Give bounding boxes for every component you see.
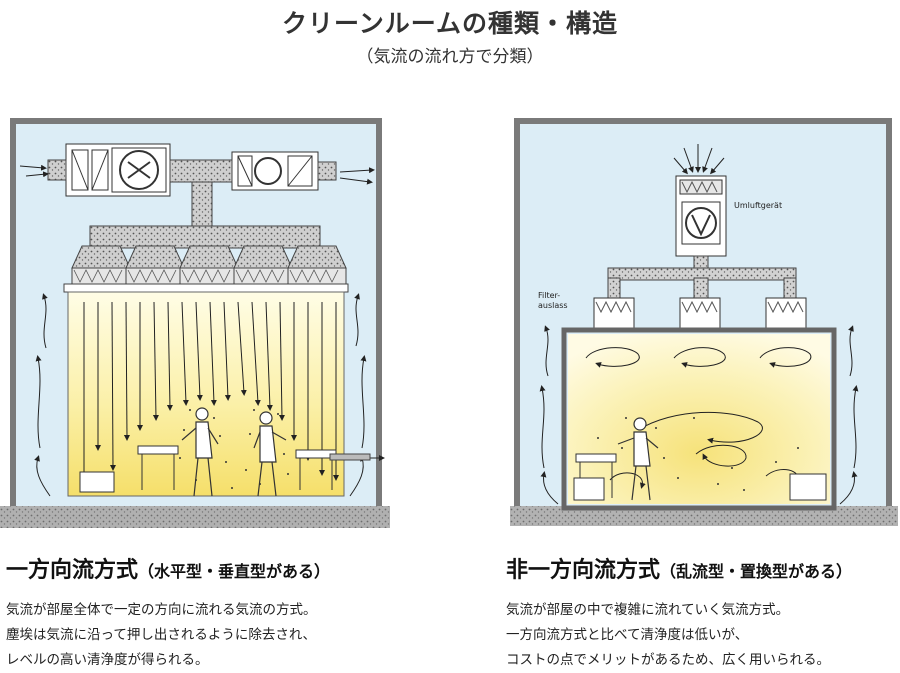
ceiling-wall-frame xyxy=(561,327,837,511)
clean-room xyxy=(67,291,345,497)
non-unidirectional-title: 非一方向流方式 xyxy=(506,558,661,583)
unidirectional-heading: 一方向流方式（水平型・垂直型がある） xyxy=(6,552,330,584)
description-line: コストの点でメリットがあるため、広く用いられる。 xyxy=(506,652,830,668)
worker-figure-2 xyxy=(253,411,287,497)
description-line: 塵埃は気流に沿って押し出されるように除去され、 xyxy=(6,627,316,643)
worker-figure-1 xyxy=(181,407,219,497)
work-tables xyxy=(79,445,337,493)
worker-figure xyxy=(617,417,659,501)
non-unidirectional-subtitle: （乱流型・置換型がある） xyxy=(660,562,853,581)
supply-plenum xyxy=(89,225,321,249)
work-tables xyxy=(573,453,827,501)
description-line: 一方向流方式と比べて清浄度は低いが、 xyxy=(506,627,749,643)
unidirectional-flow-diagram xyxy=(0,118,390,538)
connecting-duct xyxy=(169,159,233,183)
intake-arrows xyxy=(673,144,725,175)
unidirectional-title: 一方向流方式 xyxy=(6,558,139,583)
filter-outlets xyxy=(593,297,807,333)
recirculation-unit-label: Umluftgerät xyxy=(734,201,782,210)
description-line: 気流が部屋全体で一定の方向に流れる気流の方式。 xyxy=(6,602,317,618)
return-airflow xyxy=(539,325,859,505)
supply-duct xyxy=(191,181,213,229)
unidirectional-description: 気流が部屋全体で一定の方向に流れる気流の方式。 塵埃は気流に沿って押し出されるよ… xyxy=(6,598,317,673)
non-unidirectional-description: 気流が部屋の中で複雑に流れていく気流方式。 一方向流方式と比べて清浄度は低いが、… xyxy=(506,598,830,673)
unidirectional-subtitle: （水平型・垂直型がある） xyxy=(138,562,331,581)
page-title: クリーンルームの種類・構造 xyxy=(281,9,618,38)
filter-hoods xyxy=(71,245,347,269)
description-line: 気流が部屋の中で複雑に流れていく気流方式。 xyxy=(506,602,790,618)
dust-particles xyxy=(597,417,799,491)
description-line: レベルの高い清浄度が得られる。 xyxy=(6,652,209,668)
turbulent-airflow xyxy=(585,347,812,489)
filter-outlet-label-2: auslass xyxy=(538,301,568,310)
filter-outlet-label-1: Filter- xyxy=(538,291,560,300)
return-airflow xyxy=(34,293,367,497)
non-unidirectional-heading: 非一方向流方式（乱流型・置換型がある） xyxy=(506,552,852,584)
vertical-airflow xyxy=(81,301,339,481)
page-subtitle: （気流の流れ方で分類） xyxy=(356,47,544,67)
dust-particles xyxy=(179,409,289,489)
non-unidirectional-flow-diagram: Umluftgerät Filter- auslass xyxy=(498,118,900,538)
